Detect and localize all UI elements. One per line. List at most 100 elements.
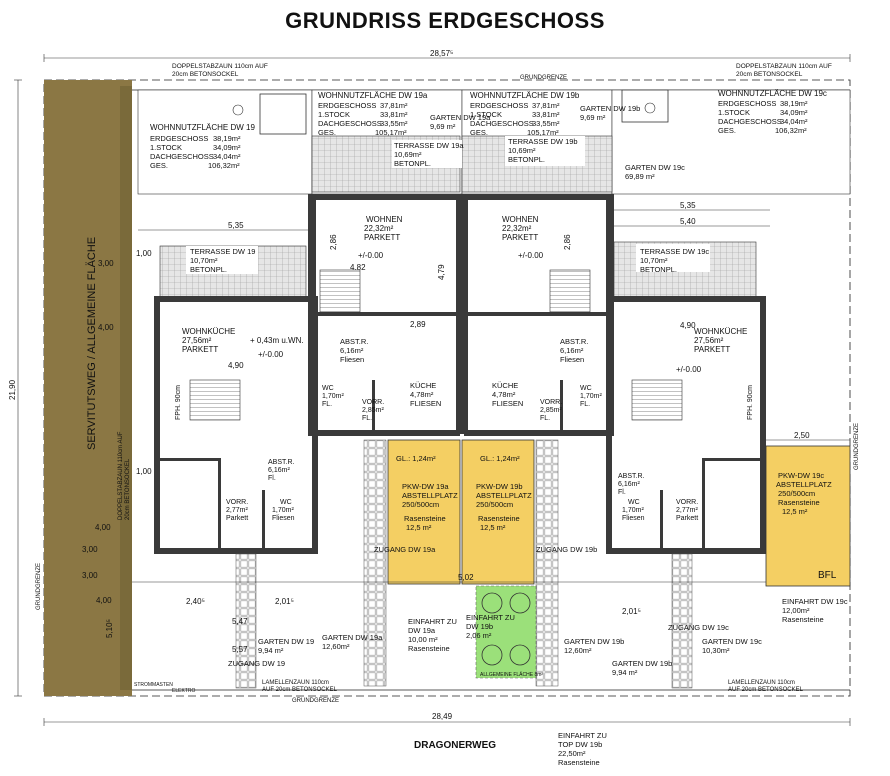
svg-text:Rasensteine: Rasensteine <box>404 514 446 523</box>
terrasse-19c-area-text: 10,70m² <box>640 256 668 265</box>
zugang-19b: ZUGANG DW 19b <box>536 545 597 554</box>
svg-text:DACHGESCHOSS: DACHGESCHOSS <box>318 119 382 128</box>
terrasse-19b-mat: BETONPL. <box>508 155 545 164</box>
lamellen-right-1: LAMELLENZAUN 110cm <box>728 680 795 686</box>
svg-text:TOP DW 19b: TOP DW 19b <box>558 740 602 749</box>
svg-text:FLIESEN: FLIESEN <box>492 399 523 408</box>
svg-text:4,00: 4,00 <box>98 323 114 332</box>
svg-text:2,86: 2,86 <box>563 234 572 250</box>
lamellen-left-2: AUF 20cm BETONSOCKEL <box>262 687 338 693</box>
svg-text:+ 0,43m u.WN.: + 0,43m u.WN. <box>250 336 304 345</box>
svg-text:Rasensteine: Rasensteine <box>782 615 824 624</box>
room-abstr-19a: ABST.R. 6,16m² Fliesen <box>340 337 368 364</box>
room-vorr-19b: VORR. 2,85m² FL. <box>540 399 562 422</box>
grundgrenze-right: GRUNDGRENZE <box>854 423 860 470</box>
zugang-19: ZUGANG DW 19 <box>228 659 285 668</box>
svg-text:2,77m²: 2,77m² <box>676 507 698 514</box>
garten-19b-s2: GARTEN DW 19b 9,94 m² <box>612 659 672 677</box>
zugang-19c: ZUGANG DW 19c <box>668 623 729 632</box>
svg-text:4,82: 4,82 <box>350 263 366 272</box>
svg-text:250/500cm: 250/500cm <box>778 489 815 498</box>
room-wc-19b: WC 1,70m² FL. <box>580 385 602 408</box>
lower-dims: 2,40⁵ 2,01⁵ 2,01⁵ 5,47 5,57 <box>186 597 641 654</box>
room-vorr-19: VORR. 2,77m² Parkett <box>226 499 248 522</box>
pkw-19a-area <box>387 439 461 585</box>
doppel-left-label: DOPPELSTABZAUN 110cm AUF <box>118 431 124 520</box>
svg-text:250/500cm: 250/500cm <box>476 500 513 509</box>
svg-text:38,19m²: 38,19m² <box>780 99 808 108</box>
fph-19c: FPH. 90cm <box>747 385 754 420</box>
svg-text:4,78m²: 4,78m² <box>492 390 516 399</box>
svg-text:22,32m²: 22,32m² <box>502 224 532 233</box>
grundgrenze-left: GRUNDGRENZE <box>36 563 42 610</box>
svg-text:Rasensteine: Rasensteine <box>408 644 450 653</box>
svg-text:ABST.R.: ABST.R. <box>560 337 588 346</box>
svg-text:1,70m²: 1,70m² <box>580 393 602 400</box>
svg-text:PKW-DW 19c: PKW-DW 19c <box>778 471 824 480</box>
servitut-strip <box>44 80 132 696</box>
svg-text:VORR.: VORR. <box>540 399 562 406</box>
svg-text:1,00: 1,00 <box>136 249 152 258</box>
svg-text:PARKETT: PARKETT <box>502 233 538 242</box>
doppel-top-right: DOPPELSTABZAUN 110cm AUF <box>736 63 832 70</box>
doppel-top-left: DOPPELSTABZAUN 110cm AUF <box>172 63 268 70</box>
terrasse-19a-label: TERRASSE DW 19a <box>394 141 464 150</box>
room-wohnen-19a: WOHNEN 22,32m² PARKETT +/-0.00 <box>358 215 403 260</box>
svg-text:PARKETT: PARKETT <box>694 345 730 354</box>
path-19c <box>671 553 693 689</box>
grundgrenze-bottom: GRUNDGRENZE <box>292 698 339 704</box>
svg-text:Fl.: Fl. <box>618 489 626 496</box>
svg-text:12,5 m²: 12,5 m² <box>480 523 506 532</box>
svg-text:DW 19b: DW 19b <box>466 622 493 631</box>
svg-text:WOHNNUTZFLÄCHE DW 19c: WOHNNUTZFLÄCHE DW 19c <box>718 89 827 98</box>
garten-19a-s: GARTEN DW 19a 12,60m² <box>322 633 383 651</box>
svg-text:VORR.: VORR. <box>676 499 698 506</box>
servitut-strip-side <box>120 86 132 690</box>
svg-text:2,85m²: 2,85m² <box>540 407 562 414</box>
garten-19b-top: GARTEN DW 19b <box>580 104 640 113</box>
svg-text:WOHNKÜCHE: WOHNKÜCHE <box>182 327 235 336</box>
path-19a <box>363 439 387 687</box>
svg-text:106,32m²: 106,32m² <box>208 161 240 170</box>
svg-text:+/-0.00: +/-0.00 <box>518 251 544 260</box>
svg-text:1.STOCK: 1.STOCK <box>470 110 502 119</box>
elektro: ELEKTRO <box>172 688 195 694</box>
svg-text:4,90: 4,90 <box>228 361 244 370</box>
svg-text:12,5 m²: 12,5 m² <box>782 507 808 516</box>
svg-text:WOHNNUTZFLÄCHE DW 19a: WOHNNUTZFLÄCHE DW 19a <box>318 91 428 100</box>
doppel-left-label-2: 20cm BETONSOCKEL <box>125 458 131 520</box>
svg-text:34,09m²: 34,09m² <box>213 143 241 152</box>
einfahrt-19b-inner: EINFAHRT ZU DW 19b 2,06 m² <box>466 613 515 640</box>
svg-text:6,16m²: 6,16m² <box>268 467 290 474</box>
allg-label: ALLGEMEINE FLÄCHE 8m² <box>480 671 543 678</box>
svg-text:1.STOCK: 1.STOCK <box>718 108 750 117</box>
svg-text:2,86: 2,86 <box>329 234 338 250</box>
walls-middle <box>308 194 614 436</box>
garten-19c-s: GARTEN DW 19c 10,30m² <box>702 637 762 655</box>
svg-text:WC: WC <box>580 385 592 392</box>
svg-text:33,81m²: 33,81m² <box>532 110 560 119</box>
pkw-19b-area <box>461 439 535 585</box>
svg-text:37,81m²: 37,81m² <box>532 101 560 110</box>
svg-text:DW 19a: DW 19a <box>408 626 436 635</box>
walls-19 <box>154 296 318 554</box>
svg-text:22,32m²: 22,32m² <box>364 224 394 233</box>
einfahrt-19a: EINFAHRT ZU DW 19a 10,00 m² Rasensteine <box>408 617 457 653</box>
svg-text:GARTEN DW 19c: GARTEN DW 19c <box>702 637 762 646</box>
lamellen-left-1: LAMELLENZAUN 110cm <box>262 680 329 686</box>
svg-text:WC: WC <box>322 385 334 392</box>
grundgrenze-top: GRUNDGRENZE <box>520 75 567 81</box>
svg-text:2,06 m²: 2,06 m² <box>466 631 492 640</box>
svg-text:12,60m²: 12,60m² <box>322 642 350 651</box>
svg-text:Parkett: Parkett <box>226 515 248 522</box>
svg-text:4,00: 4,00 <box>95 523 111 532</box>
pkw-19a-text: GL.: 1,24m² PKW-DW 19a ABSTELLPLATZ 250/… <box>396 454 458 532</box>
svg-text:Fl.: Fl. <box>268 475 276 482</box>
svg-text:6,16m²: 6,16m² <box>618 481 640 488</box>
svg-text:DACHGESCHOSS: DACHGESCHOSS <box>470 119 534 128</box>
svg-text:6,16m²: 6,16m² <box>340 346 364 355</box>
garten-19c-top-area: 69,89 m² <box>625 172 655 181</box>
room-abstr-19: ABST.R. 6,16m² Fl. <box>268 459 295 482</box>
svg-text:GL.: 1,24m²: GL.: 1,24m² <box>480 454 520 463</box>
